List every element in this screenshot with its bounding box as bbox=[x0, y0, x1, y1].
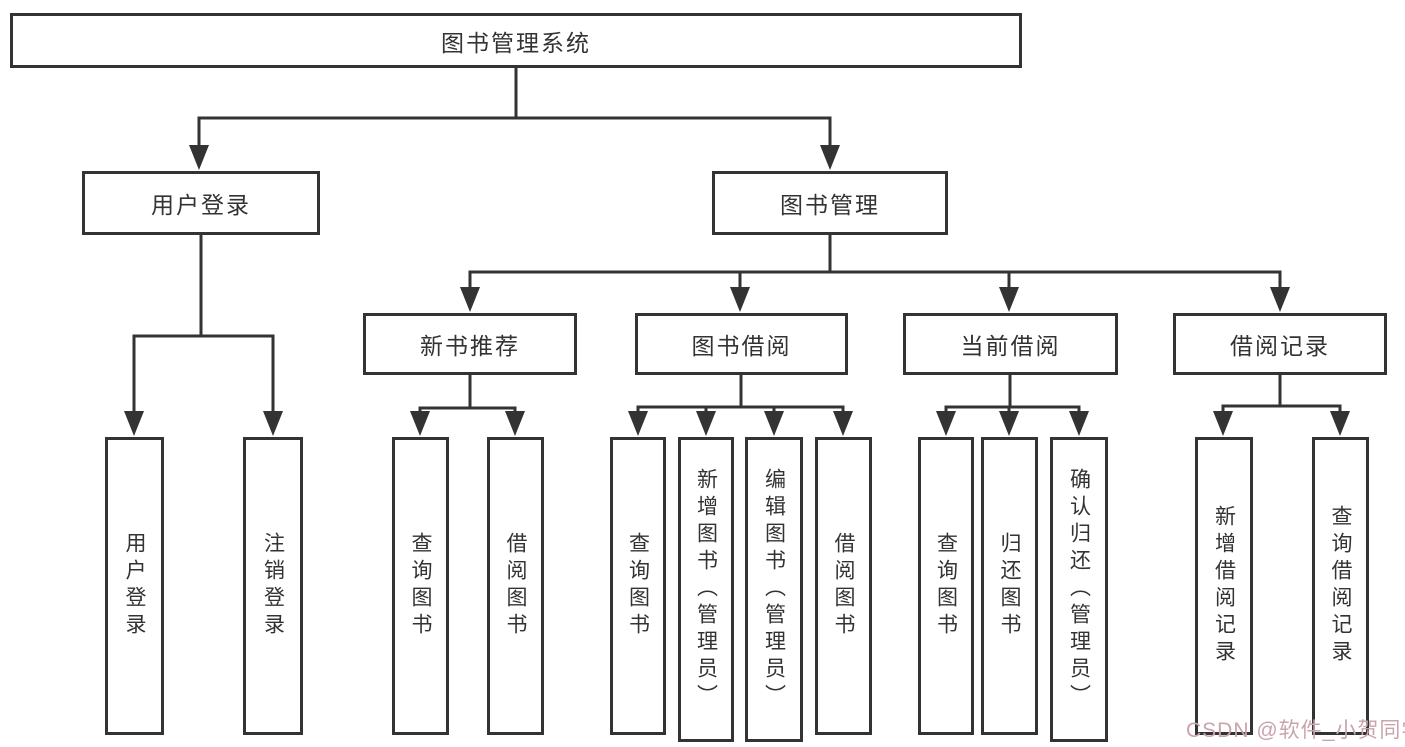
leaf-user-login: 用户登录 bbox=[105, 437, 164, 735]
leaf-return-book-label: 归还图书 bbox=[998, 532, 1021, 640]
leaf-query-book-newbook: 查询图书 bbox=[392, 437, 449, 735]
connector-book-borrow bbox=[628, 375, 853, 436]
node-current-borrow-label: 当前借阅 bbox=[960, 333, 1061, 359]
leaf-borrow-book: 借阅图书 bbox=[815, 437, 872, 735]
leaf-add-book-admin: 新增图书（管理员） bbox=[678, 437, 734, 742]
csdn-watermark: CSDN @软件_小贺同学 bbox=[1186, 719, 1405, 742]
node-current-borrow: 当前借阅 bbox=[903, 313, 1118, 375]
connector-root bbox=[189, 68, 840, 170]
node-book-borrow: 图书借阅 bbox=[635, 313, 848, 375]
leaf-add-borrow-record: 新增借阅记录 bbox=[1195, 437, 1253, 735]
leaf-query-book-borrow-label: 查询图书 bbox=[626, 532, 650, 640]
connector-current-borrow bbox=[936, 375, 1089, 436]
node-borrow-records: 借阅记录 bbox=[1173, 313, 1387, 375]
leaf-add-book-admin-label: 新增图书（管理员） bbox=[694, 468, 718, 711]
leaf-user-login-label: 用户登录 bbox=[123, 532, 146, 640]
node-new-book-recommend-label: 新书推荐 bbox=[420, 333, 520, 359]
node-user-login: 用户登录 bbox=[82, 171, 320, 235]
connector-borrow-records bbox=[1213, 375, 1350, 436]
leaf-borrow-book-newbook-label: 借阅图书 bbox=[504, 532, 527, 640]
leaf-borrow-book-label: 借阅图书 bbox=[832, 532, 855, 640]
connector-new-book bbox=[410, 375, 525, 436]
leaf-query-book-borrow: 查询图书 bbox=[610, 437, 666, 735]
leaf-borrow-book-newbook: 借阅图书 bbox=[487, 437, 544, 735]
leaf-query-borrow-record: 查询借阅记录 bbox=[1312, 437, 1369, 735]
leaf-edit-book-admin: 编辑图书（管理员） bbox=[745, 437, 803, 742]
leaf-confirm-return-admin-label: 确认归还（管理员） bbox=[1067, 468, 1091, 711]
node-root-system: 图书管理系统 bbox=[10, 13, 1022, 68]
leaf-logout-label: 注销登录 bbox=[261, 532, 285, 640]
leaf-query-book-current-label: 查询图书 bbox=[934, 532, 958, 640]
leaf-query-book-current: 查询图书 bbox=[918, 437, 974, 735]
node-borrow-records-label: 借阅记录 bbox=[1230, 333, 1330, 359]
node-book-management-label: 图书管理 bbox=[780, 192, 880, 218]
node-new-book-recommend: 新书推荐 bbox=[363, 313, 577, 375]
leaf-confirm-return-admin: 确认归还（管理员） bbox=[1050, 437, 1108, 742]
leaf-query-book-newbook-label: 查询图书 bbox=[409, 532, 432, 640]
connector-user-login bbox=[124, 235, 283, 436]
node-user-login-label: 用户登录 bbox=[151, 192, 251, 218]
leaf-query-borrow-record-label: 查询借阅记录 bbox=[1329, 505, 1352, 667]
node-book-borrow-label: 图书借阅 bbox=[691, 333, 792, 359]
node-root-label: 图书管理系统 bbox=[441, 29, 591, 56]
node-book-management: 图书管理 bbox=[712, 171, 948, 235]
connector-book-management bbox=[460, 235, 1290, 312]
leaf-edit-book-admin-label: 编辑图书（管理员） bbox=[762, 468, 786, 711]
leaf-logout: 注销登录 bbox=[243, 437, 303, 735]
leaf-return-book: 归还图书 bbox=[981, 437, 1038, 735]
leaf-add-borrow-record-label: 新增借阅记录 bbox=[1212, 505, 1236, 667]
